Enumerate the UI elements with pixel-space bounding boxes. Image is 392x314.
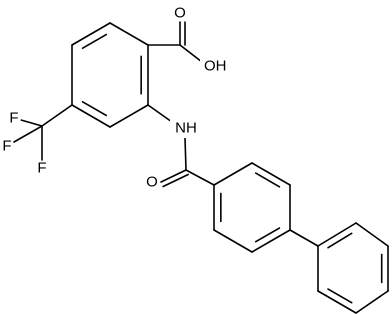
acid-hydroxyl-label: OH: [204, 58, 227, 75]
ring-nh-bond: [147, 104, 173, 123]
ring-a-bond: [71, 22, 111, 46]
ring-b-bond: [213, 162, 253, 186]
ring-c-bond: [317, 222, 357, 247]
c-f-top-bond: [20, 119, 43, 127]
bonds-layer: [13, 21, 389, 314]
amide-c-o-double-bond: [162, 173, 189, 188]
atom-amide-oxygen: O: [144, 174, 160, 191]
amide-c-o-bond: [160, 169, 187, 183]
ring-c-inner-bond: [327, 288, 353, 304]
ring-b-bond: [213, 229, 253, 253]
atom-fluorine-bottom: F: [35, 160, 49, 177]
fluorine-bottom-label: F: [37, 160, 46, 177]
ring-cf3-bond: [41, 104, 73, 127]
acid-c-oh-bond: [179, 44, 203, 63]
nh-carbonyl-bond: [184, 137, 187, 171]
atom-amide-nitrogen: NH: [170, 118, 202, 138]
ring-b-inner-bond: [254, 172, 281, 188]
ring-b-bond: [251, 162, 291, 186]
acid-carbonyl-oxygen-label: O: [174, 5, 186, 22]
ring-a-bond: [71, 104, 111, 128]
atom-fluorine-left: F: [0, 138, 14, 155]
c-f-left-bond: [13, 125, 43, 143]
ring-a-inner-bond: [81, 100, 108, 117]
fluorine-top-label: F: [9, 110, 18, 127]
atom-acid-hydroxyl: OH: [200, 56, 232, 76]
atom-acid-carbonyl-oxygen: O: [172, 5, 188, 22]
ring-c-bond: [317, 290, 357, 314]
ring-b-bond: [251, 229, 291, 253]
amide-oxygen-label: O: [146, 174, 158, 191]
amide-nitrogen-label: NH: [175, 120, 197, 137]
atom-labels-layer: O OH NH O F F F: [0, 5, 232, 191]
ring-a-bond: [109, 104, 149, 128]
ring-c-inner-bond: [327, 232, 353, 249]
ring-a-bond: [109, 22, 149, 46]
ring-c-bond: [355, 290, 389, 314]
atom-fluorine-top: F: [7, 110, 21, 127]
ring-a-inner-bond: [81, 33, 108, 50]
ring-b-inner-bond: [254, 227, 281, 243]
ring-c-bond: [355, 222, 389, 247]
biaryl-bond: [289, 229, 319, 247]
fluorine-left-label: F: [2, 138, 11, 155]
amide-ring-b-bond: [185, 169, 215, 186]
